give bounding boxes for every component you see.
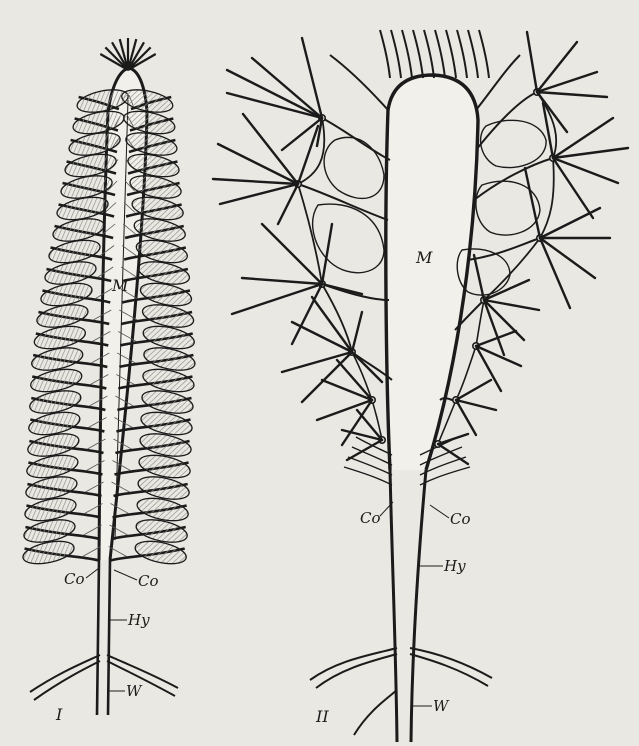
spine bbox=[553, 158, 593, 218]
spine bbox=[278, 184, 298, 224]
web-branch bbox=[298, 184, 388, 220]
spine bbox=[352, 352, 382, 382]
web-branch bbox=[344, 467, 392, 485]
figure-ii-numeral: II bbox=[315, 707, 329, 726]
spine bbox=[352, 312, 362, 352]
spine bbox=[243, 114, 298, 184]
spine bbox=[456, 380, 491, 400]
web-loop bbox=[456, 346, 476, 400]
figure-i-stem bbox=[97, 560, 110, 715]
spine bbox=[540, 208, 600, 238]
figure-i-leader-co-left bbox=[86, 568, 99, 578]
crown-spine bbox=[391, 30, 401, 78]
spine bbox=[213, 179, 298, 184]
figure-i-label-m: M bbox=[111, 276, 129, 295]
figure-ii-label-co-left: Co bbox=[360, 509, 381, 527]
crown-spine bbox=[457, 30, 467, 78]
web-cell bbox=[481, 120, 547, 167]
crown-spine bbox=[402, 30, 412, 78]
crown-spine bbox=[479, 30, 489, 78]
figure-i-crown bbox=[100, 38, 155, 70]
web-branch bbox=[474, 158, 553, 200]
figure-i-label-co-right: Co bbox=[138, 572, 159, 590]
crown-spine bbox=[446, 30, 456, 78]
spine bbox=[220, 184, 298, 204]
spine bbox=[302, 38, 322, 118]
web-branch bbox=[348, 457, 392, 475]
crown-spine bbox=[424, 30, 434, 78]
crown-spine bbox=[468, 30, 478, 78]
figure-i-label-w: W bbox=[126, 682, 143, 700]
figure-i-roots bbox=[30, 655, 178, 700]
spine bbox=[525, 168, 540, 238]
spine bbox=[537, 92, 567, 132]
web-cell bbox=[324, 137, 384, 198]
figure-ii-body bbox=[386, 75, 478, 470]
web-loop bbox=[484, 238, 540, 300]
crown-spine bbox=[435, 30, 445, 78]
spine bbox=[347, 440, 382, 460]
spine bbox=[438, 434, 468, 444]
web-branch bbox=[476, 55, 520, 110]
spine bbox=[484, 300, 504, 355]
web-loop bbox=[540, 158, 554, 238]
web-branch bbox=[330, 55, 388, 110]
spine bbox=[474, 255, 484, 300]
figure-i-leader-co-right bbox=[114, 570, 137, 580]
figure-i-label-hy: Hy bbox=[127, 611, 150, 629]
figure-ii-stem bbox=[390, 470, 426, 742]
figure-i-label-co-left: Co bbox=[64, 570, 85, 588]
spine bbox=[312, 297, 352, 352]
crown-spine bbox=[380, 30, 390, 78]
figure-ii-leader-co-right bbox=[430, 505, 449, 518]
figure-ii-label-co-right: Co bbox=[450, 510, 471, 528]
spine bbox=[537, 92, 607, 97]
web-branch bbox=[352, 447, 392, 465]
figure-ii: M Co Co Hy W II bbox=[213, 30, 628, 742]
figure-ii-label-m: M bbox=[415, 248, 433, 267]
figure-ii-label-w: W bbox=[433, 697, 450, 715]
spine bbox=[322, 284, 362, 294]
crown-spine bbox=[413, 30, 423, 78]
lamella-left bbox=[21, 537, 76, 567]
figure-i: M Co Co Hy W I bbox=[21, 38, 197, 724]
spine bbox=[218, 144, 298, 184]
web-loop bbox=[298, 184, 322, 284]
figure-i-numeral: I bbox=[55, 705, 63, 724]
figure-ii-label-hy: Hy bbox=[443, 557, 466, 575]
figure-ii-roots bbox=[310, 648, 492, 735]
spine bbox=[242, 278, 322, 284]
spine bbox=[527, 32, 537, 92]
